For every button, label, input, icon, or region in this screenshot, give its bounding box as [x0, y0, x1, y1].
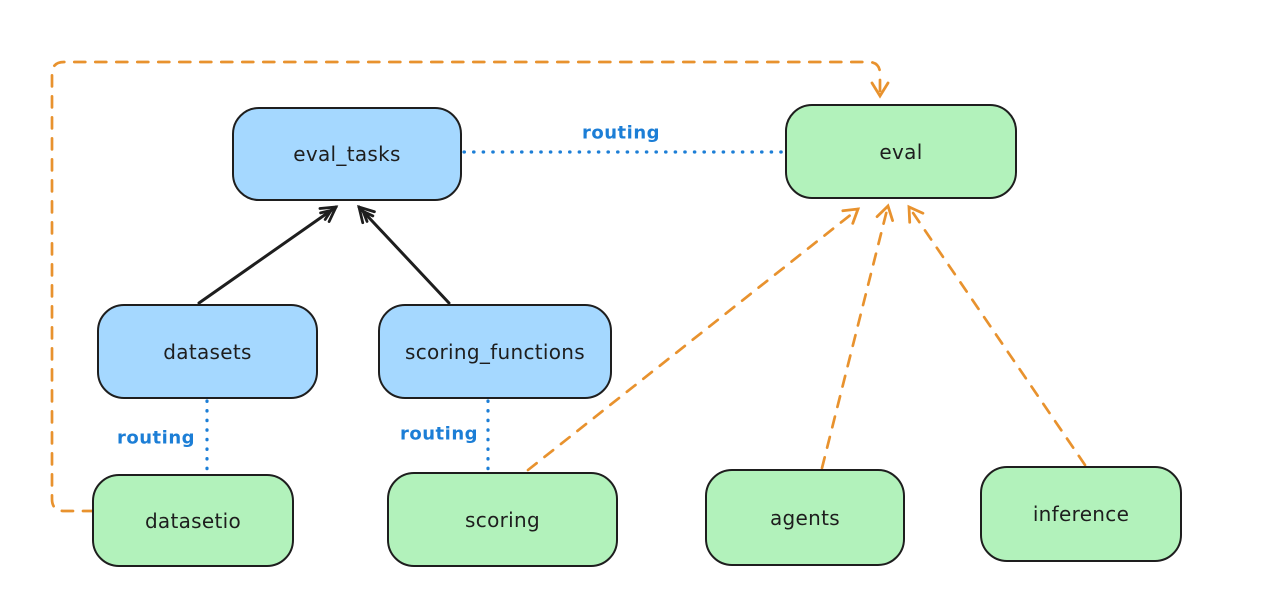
node-datasetio: datasetio — [92, 474, 294, 567]
edge-agents-to-eval — [820, 203, 894, 470]
node-scoring: scoring — [387, 472, 618, 567]
node-eval: eval — [785, 104, 1017, 199]
edge-inference-to-eval — [907, 204, 1087, 467]
node-label: eval_tasks — [293, 142, 401, 166]
node-inference: inference — [980, 466, 1182, 562]
node-scoring-functions: scoring_functions — [378, 304, 612, 399]
node-eval-tasks: eval_tasks — [232, 107, 462, 201]
node-agents: agents — [705, 469, 905, 566]
node-label: inference — [1032, 502, 1130, 526]
edge-label-routing-scoring-functions-scoring: routing — [399, 423, 479, 445]
edge-scoring-functions-to-eval-tasks — [357, 204, 451, 305]
node-label: datasets — [163, 339, 252, 364]
edge-label-routing-datasets-datasetio: routing — [116, 427, 196, 449]
node-label: scoring_functions — [404, 339, 586, 364]
edge-datasets-to-eval-tasks — [197, 205, 339, 305]
edge-label-routing-eval-tasks-eval: routing — [581, 122, 661, 144]
node-datasets: datasets — [97, 304, 318, 399]
node-label: eval — [879, 139, 923, 164]
node-label: scoring — [465, 507, 540, 532]
node-label: datasetio — [144, 508, 242, 533]
node-label: agents — [770, 505, 840, 530]
